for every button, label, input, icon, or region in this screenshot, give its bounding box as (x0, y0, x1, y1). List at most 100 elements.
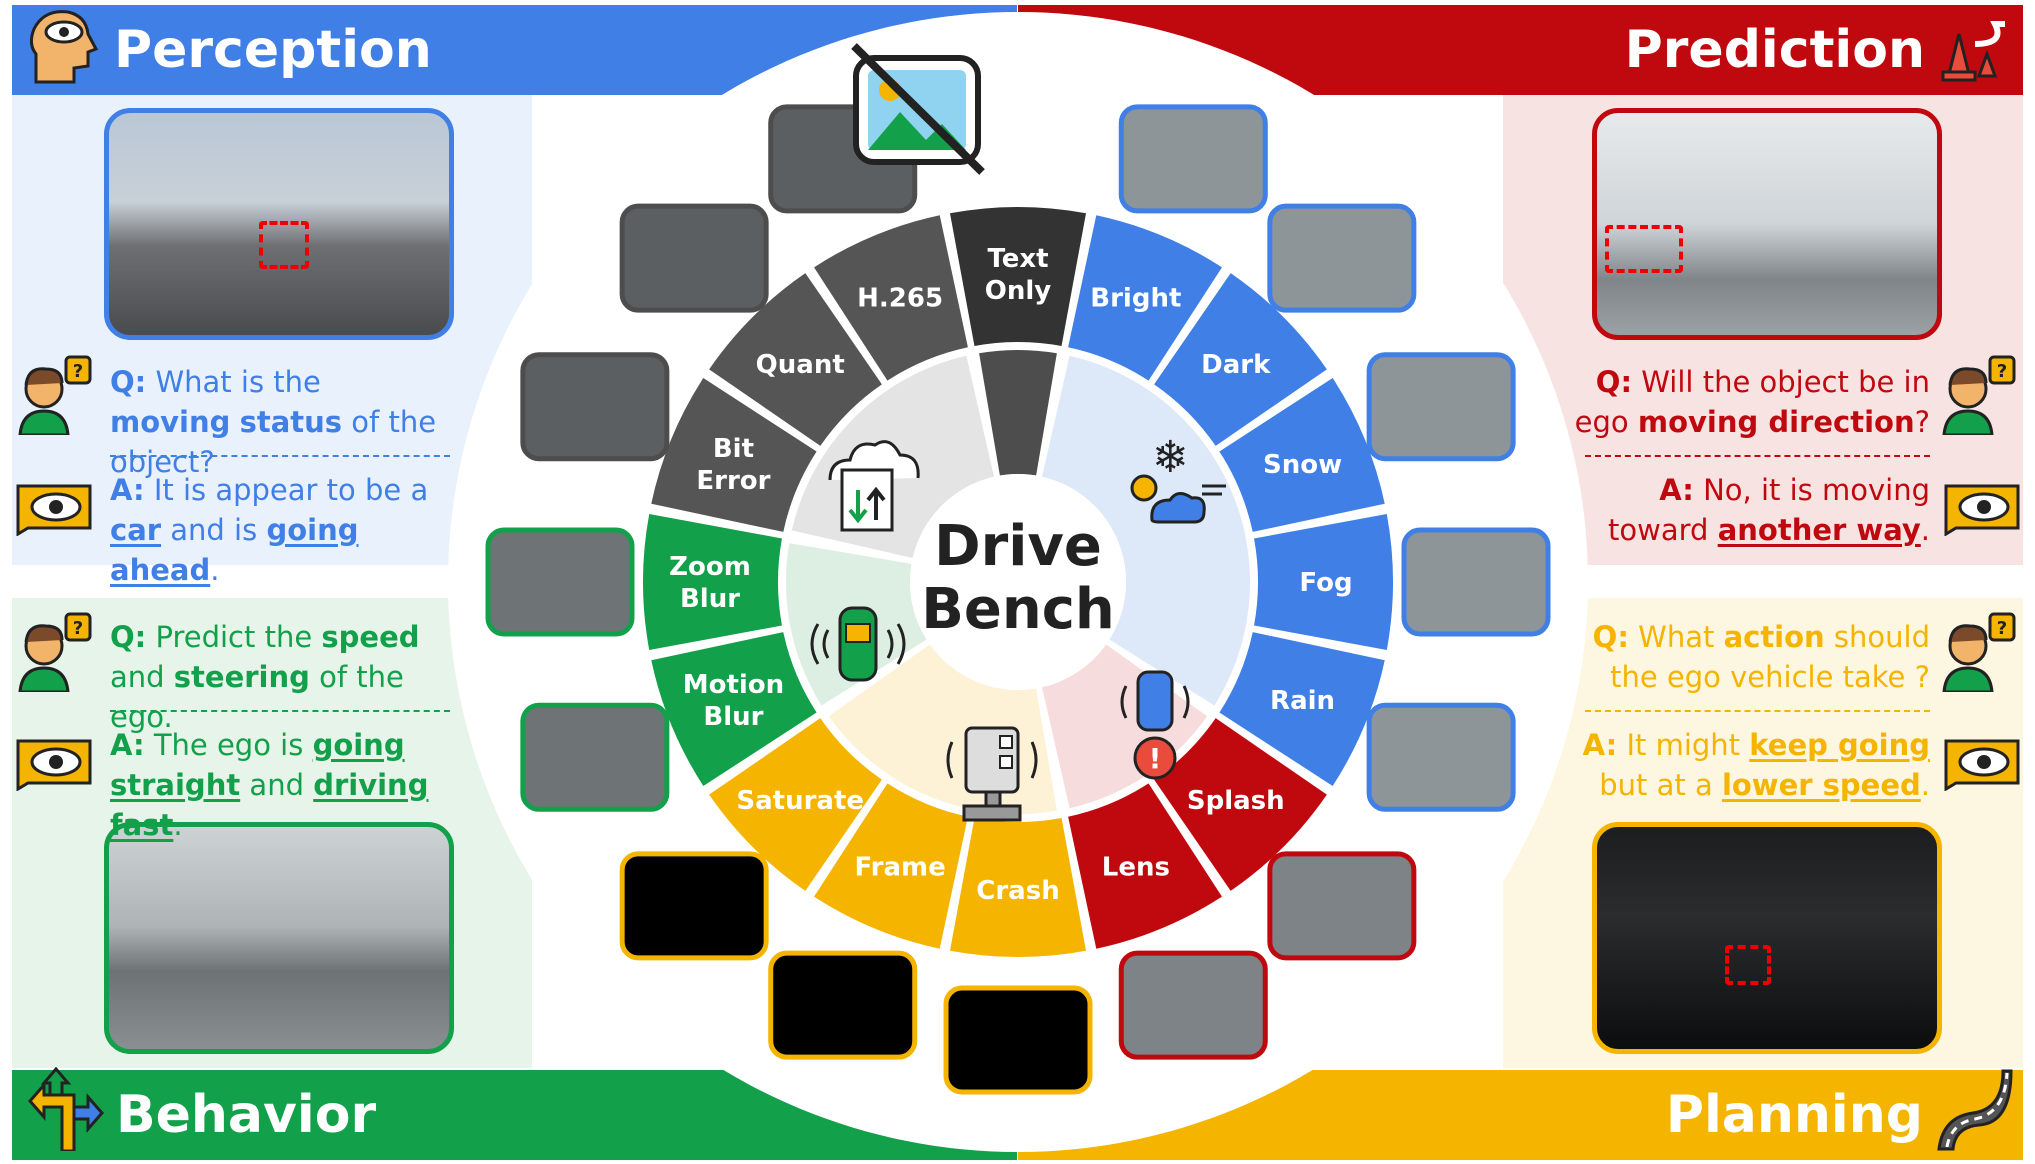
perception-a-prefix: A: (110, 473, 145, 507)
perception-a-underline: car (110, 513, 162, 547)
behavior-title: Behavior (116, 1085, 377, 1145)
behavior-q-bold: speed (321, 620, 420, 654)
svg-text:!: ! (1149, 742, 1162, 775)
behavior-a-prefix: A: (110, 728, 145, 762)
planning-a-part: It might (1626, 728, 1750, 762)
planning-title: Planning (1665, 1085, 1923, 1145)
planning-road-icon (1933, 1067, 2013, 1164)
perception-eye-head-icon (26, 4, 104, 97)
planning-q-part: should (1824, 620, 1930, 654)
corruption-thumbnail (520, 352, 670, 462)
prediction-traffic-cone-icon (1935, 4, 2013, 97)
behavior-q-bold: steering (173, 660, 310, 694)
planning-a-underline: keep going (1749, 728, 1930, 762)
perception-q-part: What is the (155, 365, 321, 399)
segment-label: Splash (1187, 786, 1285, 816)
corruption-thumbnail (1267, 851, 1417, 961)
segment-motion-blur (651, 632, 817, 786)
segment-snow (1219, 378, 1385, 532)
corruption-thumbnail (520, 702, 670, 812)
prediction-divider (1585, 455, 1930, 457)
perception-answer: A: It is appear to be a car and is going… (110, 470, 450, 590)
prediction-example-image (1592, 108, 1942, 340)
thinking-person-icon: ? (18, 355, 92, 435)
segment-saturate (709, 718, 882, 891)
thinking-person-icon: ? (1942, 355, 2016, 435)
segment-label: Fog (1299, 568, 1352, 598)
behavior-q-part: Predict the (155, 620, 322, 654)
title-line1: Drive (934, 514, 1102, 579)
behavior-q-part: of the ego. (110, 660, 404, 734)
corruption-thumbnail (768, 950, 918, 1060)
corruption-thumbnail (943, 985, 1093, 1095)
eye-speech-icon (16, 739, 92, 791)
planning-a-part: but at a (1599, 768, 1722, 802)
segment-frame (814, 783, 968, 949)
segment-h265 (814, 215, 968, 381)
segment-label: Rain (1270, 686, 1335, 716)
svg-text:?: ? (1997, 361, 2007, 382)
inner-sector (1042, 355, 1250, 706)
corruption-thumbnail (1366, 702, 1516, 812)
prediction-a-prefix: A: (1659, 473, 1694, 507)
corruption-thumbnail (1401, 527, 1551, 637)
behavior-arrows-icon (26, 1066, 106, 1164)
planning-a-prefix: A: (1582, 728, 1618, 762)
perception-q-part: of the object? (110, 405, 437, 479)
behavior-a-underline: straight (110, 768, 241, 802)
car-sensor-icon (810, 606, 906, 682)
camera-sensor-icon (946, 726, 1038, 822)
planning-q-part: the ego vehicle take ? (1610, 660, 1930, 694)
corruption-thumbnail (1366, 352, 1516, 462)
segment-lens (1068, 783, 1222, 949)
corruption-thumbnail (1118, 950, 1268, 1060)
segment-label: Snow (1263, 450, 1342, 480)
segment-label: Crash (976, 876, 1059, 906)
segment-splash (1154, 718, 1327, 891)
behavior-q-part: and (110, 660, 174, 694)
prediction-q-part: Will the object be in (1641, 365, 1930, 399)
eye-speech-icon (1944, 739, 2020, 791)
segment-label: Quant (756, 350, 845, 380)
segment-bright (1068, 215, 1222, 381)
perception-divider (110, 455, 450, 457)
corruption-thumbnail (619, 203, 769, 313)
svg-text:?: ? (73, 361, 83, 382)
planning-divider (1585, 710, 1930, 712)
perception-q-bold: moving (110, 405, 231, 439)
behavior-divider (110, 710, 450, 712)
perception-question: Q: What is the moving status of the obje… (110, 362, 440, 482)
segment-label: Lens (1102, 853, 1170, 883)
perception-q-prefix: Q: (110, 365, 147, 399)
segment-label: Bright (1090, 283, 1181, 313)
inner-sector (979, 350, 1057, 476)
eye-speech-icon (1944, 484, 2020, 536)
planning-q-bold: action (1723, 620, 1825, 654)
prediction-q-prefix: Q: (1595, 365, 1633, 399)
thinking-person-icon: ? (1942, 612, 2016, 692)
planning-example-image (1592, 822, 1942, 1054)
segment-dark (1154, 273, 1327, 446)
perception-example-image (104, 108, 454, 340)
svg-text:?: ? (73, 618, 83, 639)
segment-label: H.265 (857, 283, 943, 313)
behavior-a-part: . (173, 808, 183, 842)
perception-a-part: . (210, 553, 220, 587)
prediction-a-underline: another way (1717, 513, 1921, 547)
behavior-a-underline: going (312, 728, 405, 762)
svg-text:❄: ❄ (1152, 432, 1189, 483)
corruption-thumbnail (619, 851, 769, 961)
behavior-a-part: and (240, 768, 314, 802)
prediction-a-part: toward (1608, 513, 1718, 547)
no-image-icon (851, 43, 985, 175)
corruption-thumbnail (1118, 104, 1268, 214)
